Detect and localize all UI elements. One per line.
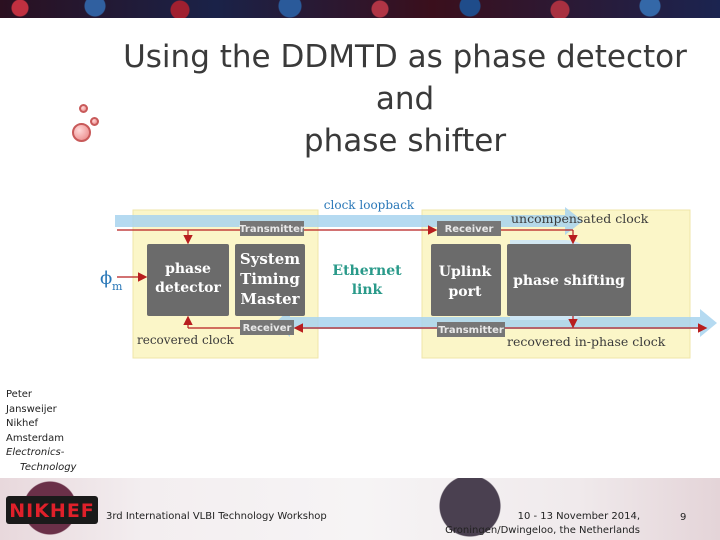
stm-label-2: Timing xyxy=(240,270,300,288)
author-line-4: Amsterdam xyxy=(6,432,65,444)
recovered-clock-label: recovered clock xyxy=(137,333,235,347)
author-line-5: Electronics- xyxy=(6,447,65,458)
system-timing-master-block xyxy=(235,244,305,316)
uplink-port-block xyxy=(431,244,501,316)
nikhef-logo xyxy=(6,496,98,524)
author-line-3: Nikhef xyxy=(6,418,39,429)
receiver-left-box xyxy=(240,320,294,335)
clock-loopback-label: clock loopback xyxy=(324,198,415,212)
title-line-2: phase shifter xyxy=(303,123,507,159)
title-line-1: Using the DDMTD as phase detector and xyxy=(123,39,687,117)
stm-label-3: Master xyxy=(240,290,300,308)
nikhef-logo-text: NIKHEF xyxy=(9,500,95,522)
phase-shifting-block xyxy=(507,244,631,316)
receiver-right-label: Receiver xyxy=(445,224,494,235)
footer-bar xyxy=(0,478,720,540)
workshop-name: 3rd International VLBI Technology Worksh… xyxy=(106,511,327,522)
uncompensated-clock-label: uncompensated clock xyxy=(511,211,649,226)
phase-shifting-label: phase shifting xyxy=(513,273,625,289)
slide-title: Using the DDMTD as phase detector and ph… xyxy=(90,36,720,162)
date-location: 10 - 13 November 2014, Groningen/Dwingel… xyxy=(425,510,640,538)
top-banner xyxy=(0,0,720,18)
author-line-2: Jansweijer xyxy=(6,403,57,415)
uplink-label-2: port xyxy=(449,284,483,300)
transmitter-right-box xyxy=(437,322,505,337)
date-line-2: Groningen/Dwingeloo, the Netherlands xyxy=(445,525,640,536)
receiver-left-label: Receiver xyxy=(243,323,292,334)
phase-detector-label-2: detector xyxy=(155,280,221,296)
ddmtd-diagram: clock loopback uncompensated clock recov… xyxy=(100,198,717,359)
page-number: 9 xyxy=(680,512,687,523)
ethernet-label-2: link xyxy=(352,282,383,298)
receiver-right-box xyxy=(437,221,501,236)
bubble-decoration-small xyxy=(79,104,88,113)
bubble-decoration-large xyxy=(72,123,91,142)
phase-detector-label-1: phase xyxy=(165,261,211,277)
transmitter-left-label: Transmitter xyxy=(239,224,305,235)
top-band xyxy=(115,207,583,235)
author-info: Peter Jansweijer Nikhef Amsterdam Electr… xyxy=(6,388,76,475)
ethernet-label-1: Ethernet xyxy=(332,263,402,279)
uplink-label-1: Uplink xyxy=(439,264,492,280)
transmitter-right-label: Transmitter xyxy=(438,325,504,336)
phi-subscript: m xyxy=(112,280,123,293)
phi-symbol: ϕ xyxy=(100,268,112,289)
date-line-1: 10 - 13 November 2014, xyxy=(517,511,640,522)
author-line-1: Peter xyxy=(6,389,33,400)
recovered-inphase-label: recovered in-phase clock xyxy=(507,334,666,349)
transmitter-left-box xyxy=(240,221,304,236)
author-line-6: Technology xyxy=(20,461,77,473)
bubble-decoration-medium xyxy=(90,117,99,126)
phase-detector-block xyxy=(147,244,229,316)
stm-label-1: System xyxy=(240,250,300,268)
